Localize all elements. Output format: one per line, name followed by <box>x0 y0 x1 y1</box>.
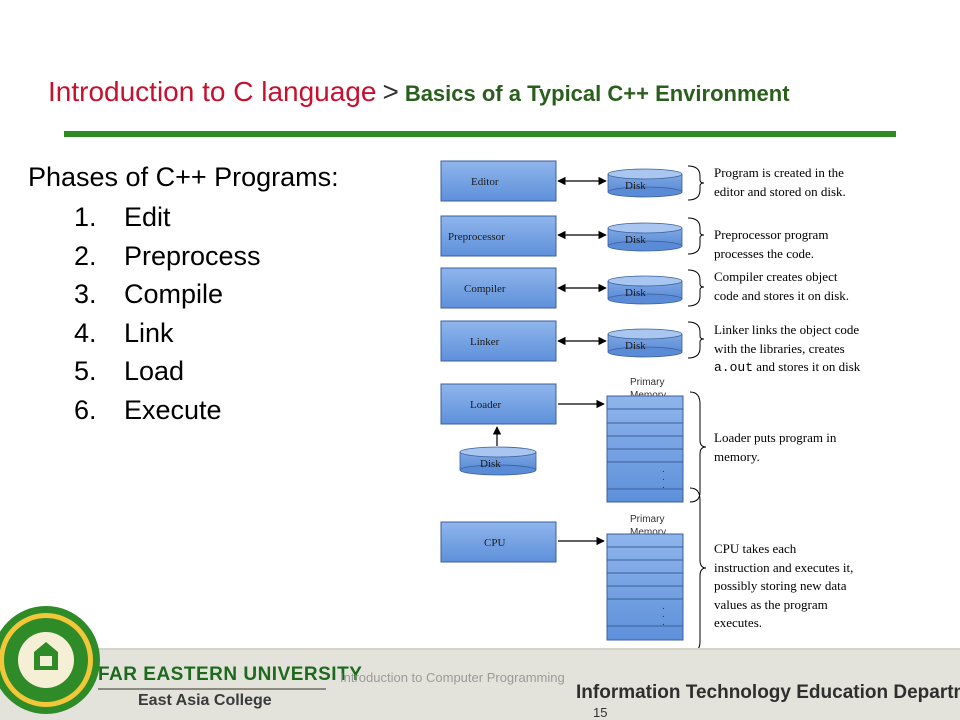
title-main: Introduction to C language <box>48 76 377 107</box>
disk-icon: Disk <box>607 275 683 305</box>
svg-text:Disk: Disk <box>625 340 646 352</box>
svg-text:.: . <box>662 480 665 491</box>
linker-box: Linker <box>440 320 557 362</box>
svg-text:Disk: Disk <box>625 180 646 192</box>
preprocessor-box: Preprocessor <box>440 215 557 257</box>
svg-text:Loader: Loader <box>470 399 501 411</box>
compiler-box: Compiler <box>440 267 557 309</box>
university-seal-icon <box>0 606 100 714</box>
list-item: 1.Edit <box>74 202 171 232</box>
svg-text:Primary: Primary <box>630 377 664 388</box>
college-name: East Asia College <box>138 692 272 709</box>
disk-icon: Disk <box>607 168 683 198</box>
disk-icon: Disk <box>459 446 537 476</box>
svg-text:Linker: Linker <box>470 336 500 348</box>
compiler-description: Compiler creates object code and stores … <box>714 269 850 303</box>
svg-text:Compiler: Compiler <box>464 283 506 295</box>
footer-band <box>0 648 960 720</box>
svg-text:Disk: Disk <box>625 234 646 246</box>
linker-description: Linker links the object code with the li… <box>714 322 861 375</box>
title-divider <box>64 131 896 137</box>
slide-title: Introduction to C language>Basics of a T… <box>48 76 948 108</box>
editor-description: Program is created in the editor and sto… <box>714 165 846 199</box>
svg-text:.: . <box>662 472 665 483</box>
svg-text:Editor: Editor <box>471 176 499 188</box>
svg-text:.: . <box>662 464 665 475</box>
loader-description: Loader puts program in memory. <box>714 430 837 464</box>
a-out-code: a.out <box>714 360 754 375</box>
svg-text:Memory: Memory <box>630 527 666 538</box>
list-item: 5.Load <box>74 356 185 386</box>
svg-text:.: . <box>662 609 665 620</box>
phases-heading: Phases of C++ Programs: <box>28 162 339 192</box>
svg-text:.: . <box>662 601 665 612</box>
svg-text:Primary: Primary <box>630 514 664 525</box>
list-item: 4.Link <box>74 317 174 348</box>
title-separator: > <box>382 76 399 107</box>
course-name: Introduction to Computer Programming <box>340 670 565 685</box>
disk-icon: Disk <box>607 222 683 252</box>
primary-memory-block: Primary Memory . . . <box>606 514 684 641</box>
title-subtitle: Basics of a Typical C++ Environment <box>404 81 790 106</box>
department-name: Information Technology Education Departm… <box>576 682 960 703</box>
phase-list: 1.Edit 2.Preprocess 3.Compile 4.Link 5.L… <box>74 198 261 429</box>
svg-text:Preprocessor: Preprocessor <box>448 231 505 243</box>
cpu-box: CPU <box>440 521 557 563</box>
list-item: 2.Preprocess <box>74 240 261 271</box>
svg-text:CPU: CPU <box>484 537 505 549</box>
list-item: 6.Execute <box>74 394 222 425</box>
svg-text:Disk: Disk <box>480 458 501 470</box>
editor-box: Editor <box>440 160 557 202</box>
page-number: 15 <box>593 705 608 720</box>
cpu-description: CPU takes each instruction and executes … <box>714 541 854 630</box>
svg-text:Disk: Disk <box>625 287 646 299</box>
svg-text:.: . <box>662 617 665 628</box>
university-name: FAR EASTERN UNIVERSITY <box>98 664 363 685</box>
disk-icon: Disk <box>607 328 683 358</box>
list-item: 3.Compile <box>74 279 224 309</box>
footer-branding: FAR EASTERN UNIVERSITY East Asia College <box>98 664 362 710</box>
primary-memory-block: Primary Memory . . . <box>606 377 684 503</box>
loader-box: Loader <box>440 383 557 425</box>
preprocessor-description: Preprocessor program processes the code. <box>714 227 829 261</box>
footer-divider <box>98 688 326 690</box>
